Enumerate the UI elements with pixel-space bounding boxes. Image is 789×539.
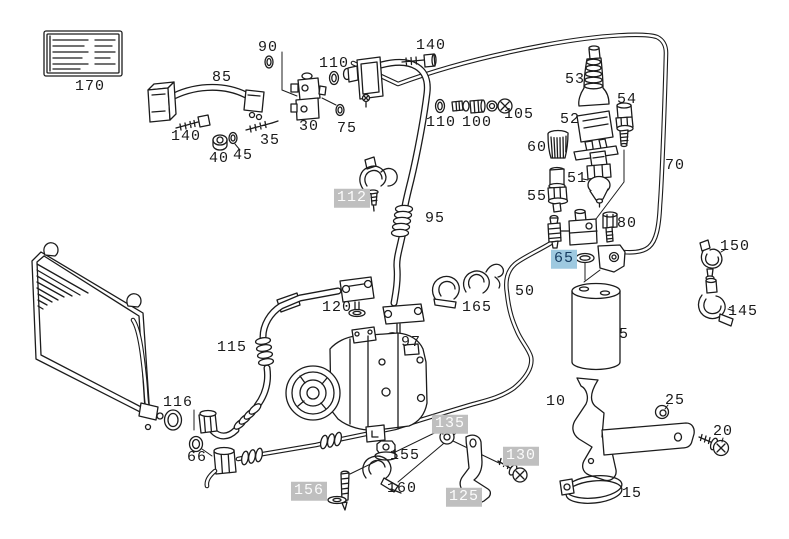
part-label-66[interactable]: 66 bbox=[186, 448, 208, 466]
part-label-155[interactable]: 155 bbox=[389, 446, 421, 464]
clamp-112-drawing bbox=[359, 156, 398, 212]
part-label-112[interactable]: 112 bbox=[333, 188, 371, 208]
part-label-50[interactable]: 50 bbox=[514, 282, 536, 300]
hose-95-drawing bbox=[342, 53, 437, 342]
pipe-50-drawing bbox=[204, 240, 554, 489]
part-label-85[interactable]: 85 bbox=[211, 68, 233, 86]
part-label-70[interactable]: 70 bbox=[664, 156, 686, 174]
part-label-55[interactable]: 55 bbox=[526, 187, 548, 205]
clamps-165-drawing bbox=[431, 263, 505, 309]
part-label-165[interactable]: 165 bbox=[461, 298, 493, 316]
expansion-valve-30-drawing bbox=[264, 51, 345, 121]
part-label-135[interactable]: 135 bbox=[431, 414, 469, 434]
part-label-30[interactable]: 30 bbox=[298, 117, 320, 135]
part-label-65[interactable]: 65 bbox=[550, 249, 578, 269]
part-label-25[interactable]: 25 bbox=[664, 391, 686, 409]
part-label-15[interactable]: 15 bbox=[621, 484, 643, 502]
receiver-drier-drawing bbox=[571, 282, 621, 371]
bracket-10-drawing bbox=[559, 377, 730, 504]
part-label-156[interactable]: 156 bbox=[290, 481, 328, 501]
part-label-116[interactable]: 116 bbox=[162, 393, 194, 411]
part-label-5[interactable]: 5 bbox=[618, 325, 630, 343]
part-label-160[interactable]: 160 bbox=[386, 479, 418, 497]
part-label-140[interactable]: 140 bbox=[170, 127, 202, 145]
hose-85-drawing bbox=[147, 81, 279, 151]
part-label-45[interactable]: 45 bbox=[232, 146, 254, 164]
part-label-150[interactable]: 150 bbox=[719, 237, 751, 255]
bracket-125-drawing bbox=[439, 429, 528, 504]
part-label-35[interactable]: 35 bbox=[259, 131, 281, 149]
part-label-54[interactable]: 54 bbox=[616, 90, 638, 108]
part-label-95[interactable]: 95 bbox=[424, 209, 446, 227]
part-label-40[interactable]: 40 bbox=[208, 149, 230, 167]
info-sticker-drawing bbox=[43, 30, 123, 77]
part-label-20[interactable]: 20 bbox=[712, 422, 734, 440]
part-label-90[interactable]: 90 bbox=[257, 38, 279, 56]
part-label-125[interactable]: 125 bbox=[445, 487, 483, 507]
part-label-115[interactable]: 115 bbox=[216, 338, 248, 356]
drier-valve-assembly-drawing bbox=[547, 208, 626, 283]
hose-115-drawing bbox=[163, 287, 342, 457]
electrical-group-drawing bbox=[547, 45, 634, 220]
condenser-drawing bbox=[31, 242, 164, 431]
fittings-110-100-105-drawing bbox=[434, 98, 513, 114]
part-label-80[interactable]: 80 bbox=[616, 214, 638, 232]
part-label-170[interactable]: 170 bbox=[74, 77, 106, 95]
part-label-10[interactable]: 10 bbox=[545, 392, 567, 410]
part-label-120[interactable]: 120 bbox=[321, 298, 353, 316]
part-label-97[interactable]: 97 bbox=[400, 333, 422, 351]
part-label-110[interactable]: 110 bbox=[318, 54, 350, 72]
part-label-110[interactable]: 110 bbox=[425, 113, 457, 131]
part-label-105[interactable]: 105 bbox=[503, 105, 535, 123]
pipe-70-drawing bbox=[350, 32, 669, 255]
part-label-51[interactable]: 51 bbox=[566, 169, 588, 187]
clips-150-145-drawing bbox=[697, 239, 735, 327]
part-label-130[interactable]: 130 bbox=[502, 446, 540, 466]
part-label-52[interactable]: 52 bbox=[559, 110, 581, 128]
part-label-53[interactable]: 53 bbox=[564, 70, 586, 88]
part-label-140[interactable]: 140 bbox=[415, 36, 447, 54]
part-label-75[interactable]: 75 bbox=[336, 119, 358, 137]
part-label-60[interactable]: 60 bbox=[526, 138, 548, 156]
part-label-145[interactable]: 145 bbox=[727, 302, 759, 320]
part-label-100[interactable]: 100 bbox=[461, 113, 493, 131]
